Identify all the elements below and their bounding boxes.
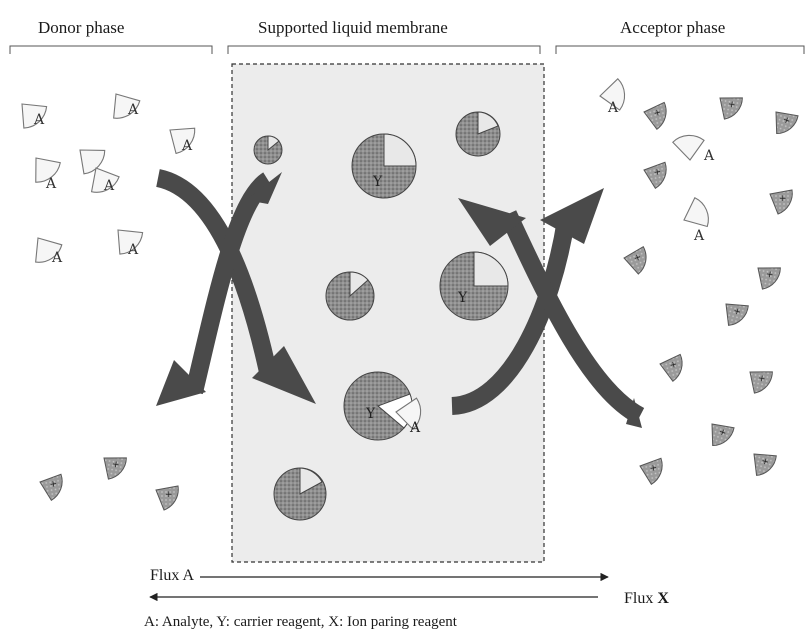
analyte-letter: A (33, 112, 45, 128)
carrier-letter: Y (372, 174, 383, 190)
flux-a-word: Flux (150, 567, 179, 584)
flux-a-label: Flux A (150, 567, 194, 585)
flux-arrows (150, 577, 608, 597)
analyte-letter: A (693, 228, 705, 244)
analyte-letter: A (51, 250, 63, 266)
flux-x-word: Flux (624, 590, 653, 607)
analyte-letter: A (703, 148, 715, 164)
analyte-letter: A (127, 242, 139, 258)
phase-brackets (10, 46, 804, 54)
flux-a-letter: A (182, 567, 194, 584)
legend: A: Analyte, Y: carrier reagent, X: Ion p… (144, 614, 457, 631)
flux-x-label: Flux X (624, 590, 669, 608)
acceptor-analytes: A A A (597, 78, 717, 244)
donor-ion-pairs (39, 454, 178, 510)
carrier-letter: Y (365, 406, 376, 422)
analyte-letter: A (103, 178, 115, 194)
analyte-letter: A (127, 102, 139, 118)
analyte-letter: A (181, 138, 193, 154)
analyte-letter: A (45, 176, 57, 192)
flux-x-letter: X (657, 590, 669, 607)
analyte-letter: A (607, 100, 619, 116)
carrier-letter: Y (457, 290, 468, 306)
analyte-letter: A (409, 420, 421, 436)
